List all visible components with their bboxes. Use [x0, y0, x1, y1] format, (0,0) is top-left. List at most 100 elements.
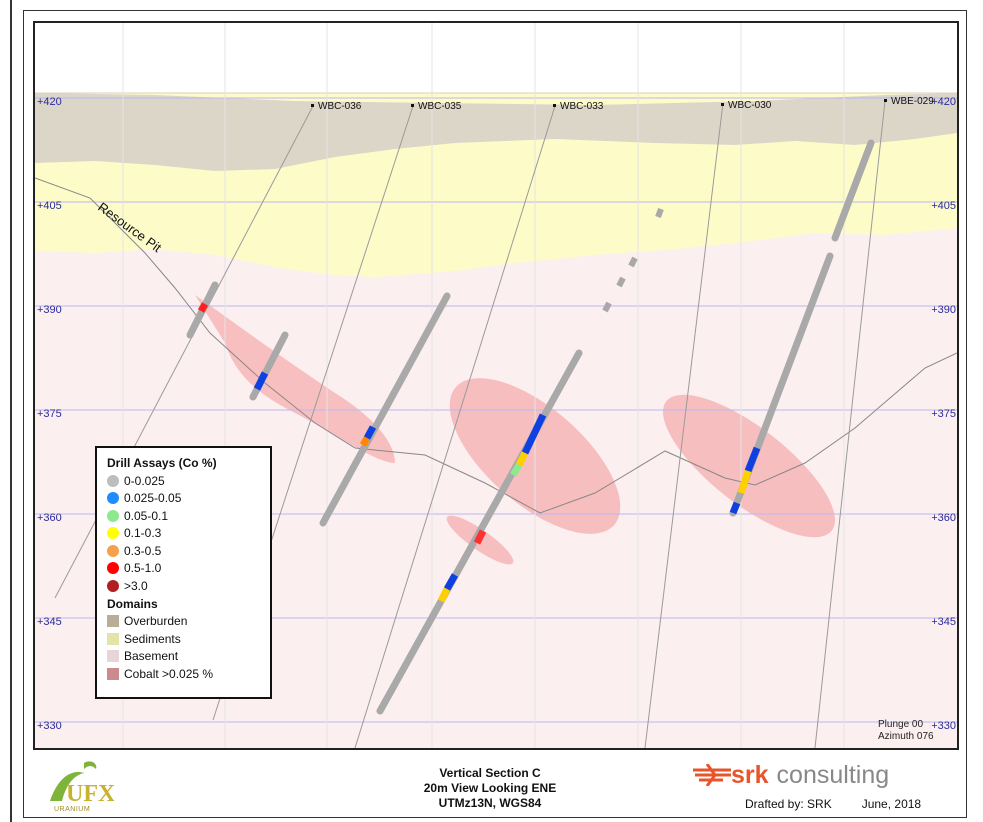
legend-label: 0.3-0.5 [124, 543, 162, 558]
basement-swatch-icon [107, 650, 119, 663]
legend-label: Sediments [124, 631, 181, 646]
blue-dot-icon [107, 492, 119, 505]
legend-item: >3.0 [105, 577, 270, 595]
legend-label: 0.5-1.0 [124, 561, 162, 576]
assay-orange [359, 436, 371, 447]
srk-logo-light: consulting [776, 760, 890, 789]
core-029a [831, 139, 875, 242]
darkred-dot-icon [107, 579, 119, 592]
overburden-domain [35, 93, 957, 171]
assay-blue [521, 413, 547, 455]
elev-label: +390 [37, 304, 62, 316]
elev-label: +405 [37, 200, 62, 212]
yellow-dot-icon [107, 527, 119, 540]
title-line-3: UTMz13N, WGS84 [438, 796, 542, 810]
assay-blue [729, 501, 741, 515]
legend-label: 0.05-0.1 [124, 508, 169, 523]
core-035 [319, 292, 451, 527]
elev-label: +405 [931, 200, 956, 212]
overburden-swatch-icon [107, 615, 119, 628]
legend-item: 0.025-0.05 [105, 490, 270, 508]
legend-item: Sediments [105, 630, 270, 648]
elev-label: +420 [931, 96, 956, 108]
elev-label: +375 [37, 408, 62, 420]
ufx-logo-sub: URANIUM [54, 806, 91, 813]
legend-item: 0.05-0.1 [105, 507, 270, 525]
legend: Drill Assays (Co %) 0-0.025 0.025-0.05 0… [95, 446, 272, 699]
left-divider [10, 0, 12, 822]
legend-domain-title: Domains [107, 596, 158, 611]
legend-label: Basement [124, 649, 179, 664]
legend-label: Overburden [124, 614, 188, 629]
elev-label: +345 [37, 616, 62, 628]
view-orientation: Plunge 00 Azimuth 076 [878, 719, 934, 743]
elev-label: +330 [931, 720, 956, 732]
ufx-logo-text: UFX [66, 781, 114, 807]
assay-red [197, 302, 209, 313]
legend-item: 0.3-0.5 [105, 542, 270, 560]
elev-label: +390 [931, 304, 956, 316]
elevation-gridlines [35, 97, 957, 723]
elev-label: +375 [931, 408, 956, 420]
elev-label: +360 [37, 512, 62, 524]
cobalt-zone-1 [195, 295, 395, 463]
assay-blue [253, 371, 269, 391]
grey-dot-icon [107, 474, 119, 487]
hole-label: WBC-033 [560, 101, 604, 112]
legend-item: 0.1-0.3 [105, 525, 270, 543]
legend-assay-title: Drill Assays (Co %) [107, 456, 217, 470]
assay-blue [443, 573, 459, 591]
legend-label: >3.0 [124, 578, 148, 593]
plunge-text: Plunge 00 [878, 719, 924, 730]
hole-label: WBC-036 [318, 101, 362, 112]
legend-item: 0.5-1.0 [105, 560, 270, 578]
section-title: Vertical Section C 20m View Looking ENE … [380, 766, 600, 811]
legend-label: 0-0.025 [124, 473, 165, 488]
elevation-labels-left: +420 +405 +390 +375 +360 +345 +330 [37, 96, 62, 732]
cobalt-swatch-icon [107, 667, 119, 680]
ufx-logo: UFX [44, 757, 116, 819]
drafted-date: June, 2018 [861, 797, 922, 811]
hole-collars: WBC-036 WBC-035 WBC-033 WBC-030 WBE-029 [311, 96, 934, 112]
hole-label: WBE-029 [891, 96, 934, 107]
green-dot-icon [107, 509, 119, 522]
red-dot-icon [107, 562, 119, 575]
legend-item: Overburden [105, 613, 270, 631]
air [35, 23, 957, 93]
core-033-piece [602, 301, 612, 313]
srk-logo-bold: srk [731, 760, 769, 789]
assay-yellow [515, 451, 529, 467]
title-line-2: 20m View Looking ENE [423, 781, 557, 795]
assay-yellow [737, 469, 752, 495]
core-033-piece [655, 207, 664, 219]
section-canvas: +420 +405 +390 +375 +360 +345 +330 +420 … [35, 23, 957, 748]
azimuth-text: Azimuth 076 [878, 731, 934, 742]
sediments-swatch-icon [107, 632, 119, 645]
assay-yellow [437, 587, 451, 603]
srk-mark-icon [693, 764, 731, 786]
vertical-gridlines [122, 23, 845, 748]
elev-label: +330 [37, 720, 62, 732]
legend-item: 0-0.025 [105, 472, 270, 490]
legend-item: Cobalt >0.025 % [105, 665, 270, 683]
elev-label: +420 [37, 96, 62, 108]
assay-blue [744, 446, 761, 473]
drill-core-sections [186, 139, 875, 715]
elev-label: +360 [931, 512, 956, 524]
legend-item: Basement [105, 648, 270, 666]
drafted-by: Drafted by: SRK [745, 797, 832, 811]
legend-label: 0.025-0.05 [124, 491, 182, 506]
core-033-piece [616, 276, 626, 288]
srk-logo: srk consulting [693, 760, 889, 790]
assay-red [473, 529, 487, 545]
hole-label: WBC-030 [728, 100, 772, 111]
drafted-line: Drafted by: SRK June, 2018 [745, 797, 921, 811]
elev-label: +345 [931, 616, 956, 628]
resource-pit-outline [35, 177, 957, 514]
assay-green [509, 463, 523, 477]
hole-label: WBC-035 [418, 101, 462, 112]
core-033-piece [628, 256, 638, 268]
orange-dot-icon [107, 544, 119, 557]
legend-label: Cobalt >0.025 % [124, 666, 214, 681]
